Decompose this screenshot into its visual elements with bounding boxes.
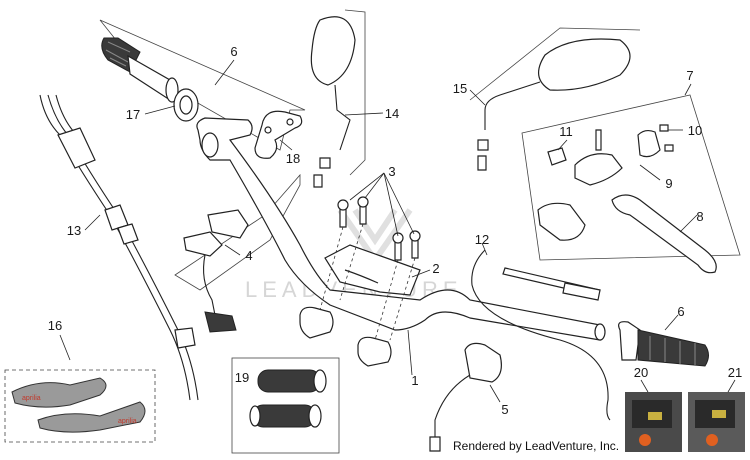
leader-lines: [59, 59, 736, 403]
group-outline-19: [231, 357, 340, 454]
photo-20: [625, 392, 682, 452]
handguard-brand-right: aprilia: [118, 418, 137, 425]
mirror-15: [477, 38, 631, 171]
callout-13: 13: [67, 223, 81, 238]
handguards-16: aprilia aprilia: [11, 377, 146, 433]
lower-clamps: [299, 306, 392, 367]
switch-4: [183, 209, 249, 333]
callout-1: 1: [411, 373, 418, 388]
assembly-guides: [319, 223, 416, 341]
callout-8: 8: [696, 209, 703, 224]
callout-2: 2: [432, 261, 439, 276]
callout-5: 5: [501, 402, 508, 417]
grip-left: [101, 37, 179, 103]
lever-assembly-7: [537, 124, 717, 274]
mirror-14: [310, 16, 356, 188]
group-outline-7: [521, 94, 741, 261]
group-outline-15: [469, 27, 641, 101]
callout-12: 12: [475, 232, 489, 247]
grip-right: [618, 321, 709, 367]
callout-21: 21: [728, 365, 742, 380]
callout-7: 7: [686, 68, 693, 83]
callout-17: 17: [126, 107, 140, 122]
grips-19: [249, 369, 327, 428]
callout-3: 3: [388, 164, 395, 179]
callout-11: 11: [559, 124, 573, 139]
switch-5: [429, 342, 502, 452]
callout-20: 20: [634, 365, 648, 380]
callout-4: 4: [245, 248, 252, 263]
throttle-cables-13: [39, 94, 199, 401]
group-outline-14: [344, 9, 366, 176]
clutch-cable-12: [471, 249, 611, 421]
photo-21: [688, 392, 745, 452]
callout-6-right: 6: [677, 304, 684, 319]
callout-9: 9: [665, 176, 672, 191]
upper-clamp-2: [324, 244, 421, 296]
handlebar: [196, 117, 606, 341]
clamp-18: [254, 110, 303, 159]
callout-19: 19: [235, 370, 249, 385]
callout-10: 10: [688, 123, 702, 138]
handguard-brand-left: aprilia: [22, 395, 41, 402]
credit-text: Rendered by LeadVenture, Inc.: [453, 439, 620, 453]
callout-18: 18: [286, 151, 300, 166]
callouts: 6 17 18 14 15 7 11 10 9 8 3 2 4 12 13 16…: [48, 44, 742, 417]
ring-17: [173, 88, 199, 122]
callout-6-top: 6: [230, 44, 237, 59]
group-outline-16: [4, 369, 156, 443]
bolts-3: [337, 196, 421, 261]
callout-15: 15: [453, 81, 467, 96]
callout-14: 14: [385, 106, 399, 121]
callout-16: 16: [48, 318, 62, 333]
